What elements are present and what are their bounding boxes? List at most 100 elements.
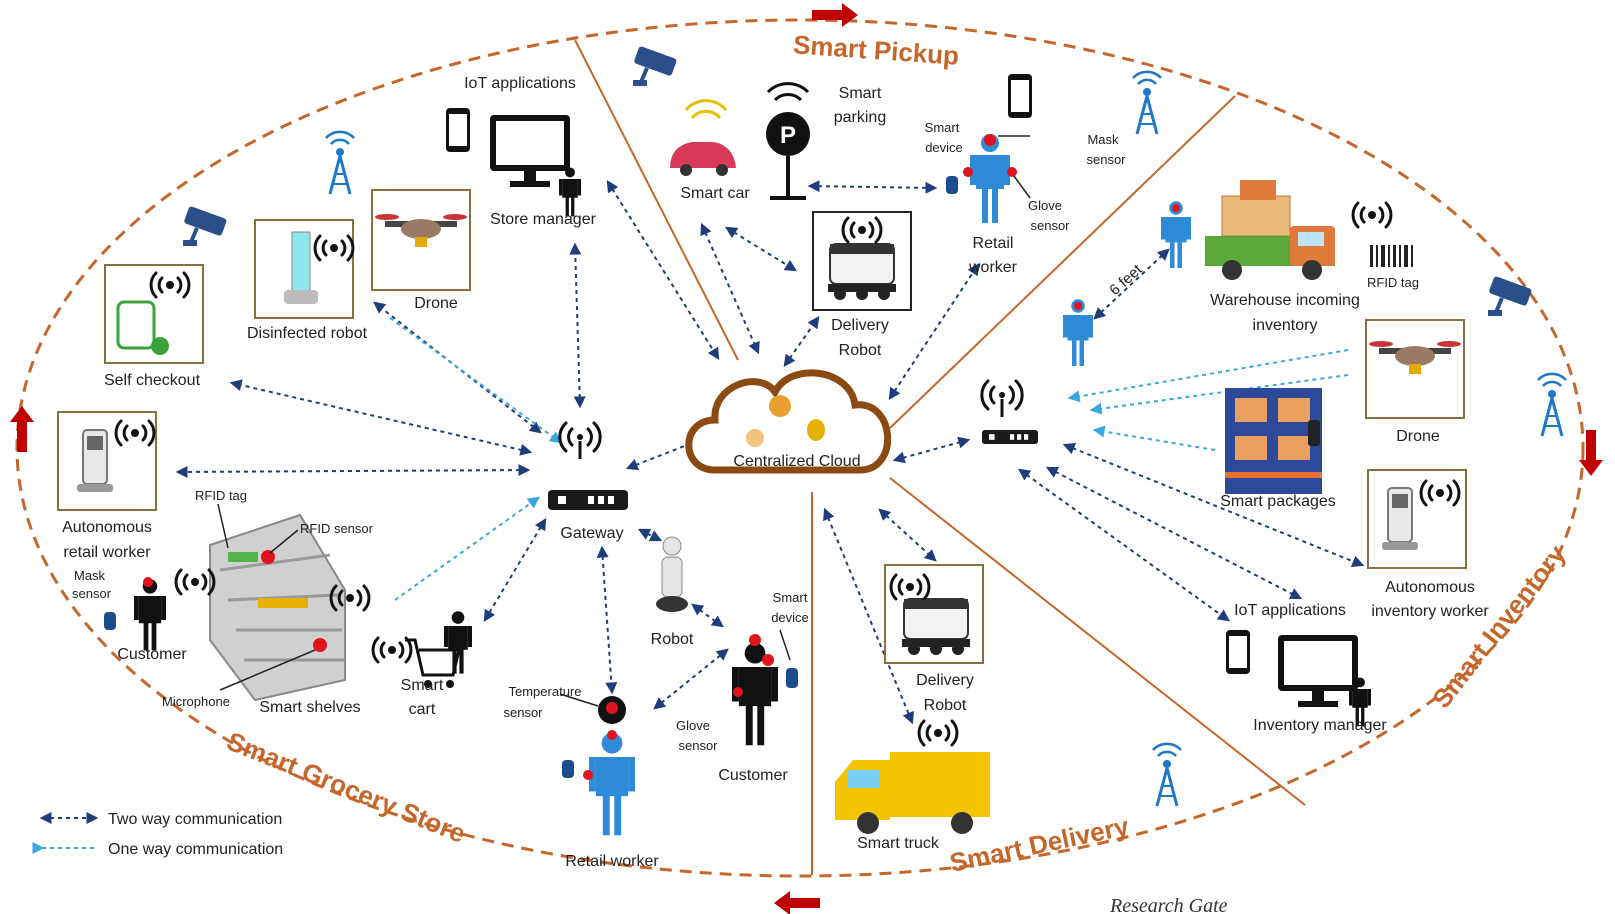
warehouse-inventory[interactable]: RFID tag Warehouse incoming inventory <box>1205 180 1419 334</box>
divider-delivery-right <box>889 477 1306 806</box>
mask-sensor-label: sensor <box>72 586 112 601</box>
zone-title-grocery: Smart Grocery Store <box>223 726 470 849</box>
glove-sensor-dot <box>963 167 973 177</box>
smartwatch-icon <box>104 612 116 630</box>
monitor-icon <box>1278 635 1358 707</box>
store-manager-label: Store manager <box>490 211 597 228</box>
autonomous-inventory-worker[interactable]: Autonomous inventory worker <box>1367 469 1489 620</box>
rfid-tag-label: RFID tag <box>1367 275 1419 290</box>
glove-sensor-dot <box>1007 167 1017 177</box>
legend-two-way-label: Two way communication <box>108 811 282 828</box>
smart-device-label: Smart <box>925 120 960 135</box>
smart-cart-label: cart <box>409 701 436 718</box>
smartphone-icon <box>1008 74 1032 118</box>
svg-text:P: P <box>780 122 796 149</box>
delivery-robot-label: Delivery <box>831 317 889 334</box>
smart-truck[interactable]: Smart truck <box>835 719 990 852</box>
customer-grocery[interactable]: Mask sensor Customer <box>72 568 187 663</box>
self-checkout[interactable]: Self checkout <box>104 264 204 389</box>
smart-parking[interactable]: P Smart parking <box>766 82 886 200</box>
temperature-sensor-label: sensor <box>503 705 543 720</box>
direction-arrow-top <box>812 3 858 27</box>
autonomous-retail-worker-label: Autonomous <box>62 519 152 536</box>
mask-sensor-dot <box>143 577 153 587</box>
rfid-sensor-dot <box>261 550 275 564</box>
wireless-signal-icon <box>174 568 216 596</box>
zone-title-delivery: Smart Delivery <box>947 811 1132 878</box>
smart-parking-label: Smart <box>839 85 882 102</box>
disinfected-robot-label: Disinfected robot <box>247 325 368 342</box>
legend-one-way-label: One way communication <box>108 841 283 858</box>
autonomous-retail-worker[interactable]: Autonomous retail worker <box>57 411 157 561</box>
zone-title-pickup: Smart Pickup <box>792 29 960 71</box>
drone-label: Drone <box>1396 428 1440 445</box>
security-camera-icon <box>1486 273 1535 318</box>
direction-arrow-left <box>10 406 34 452</box>
social-distancing: 6 feet <box>1063 201 1191 366</box>
monitor-icon <box>490 115 570 187</box>
smart-car-label: Smart car <box>680 185 750 202</box>
robot-label: Robot <box>651 631 694 648</box>
glove-sensor-label: Glove <box>1028 198 1062 213</box>
iot-applications-store[interactable]: IoT applications Store manager <box>446 75 597 228</box>
retail-worker-grocery[interactable]: Temperature sensor Retail worker <box>503 684 659 870</box>
smartwatch-icon <box>946 176 958 194</box>
disinfected-robot[interactable]: Disinfected robot <box>247 219 368 342</box>
six-feet-label: 6 feet <box>1106 261 1146 299</box>
router-icon <box>982 430 1038 444</box>
smart-packages[interactable]: Smart packages <box>1220 388 1336 510</box>
retail-worker-pickup[interactable]: Smart device Glove sensor Retail worker <box>925 74 1071 276</box>
truck-icon <box>890 752 990 817</box>
customer-device[interactable]: Smart device Glove sensor Customer <box>676 590 809 784</box>
smartphone-icon <box>1226 630 1250 674</box>
smart-car[interactable]: Smart car <box>670 99 750 202</box>
smart-shelves[interactable]: RFID tag RFID sensor Microphone Smart sh… <box>162 488 374 716</box>
smart-cart[interactable]: Smart cart <box>371 611 472 718</box>
glove-sensor-label: sensor <box>678 738 718 753</box>
boxes-icon <box>1221 195 1291 237</box>
two-way-links <box>175 179 1365 725</box>
warehouse-label: inventory <box>1253 317 1318 334</box>
shopping-cart-icon <box>405 638 461 677</box>
retail-worker-label: Retail <box>973 235 1014 252</box>
drone-inventory[interactable]: Drone <box>1365 319 1465 445</box>
rfid-sensor-label: RFID sensor <box>300 521 374 536</box>
smart-packages-label: Smart packages <box>1220 493 1336 510</box>
gateway[interactable]: Gateway <box>548 421 628 542</box>
self-checkout-label: Self checkout <box>104 372 201 389</box>
retail-worker-icon <box>589 732 635 836</box>
inventory-router[interactable] <box>980 379 1038 444</box>
retail-worker-icon <box>970 134 1010 223</box>
mask-sensor-dot <box>749 634 761 646</box>
store-manager-icon <box>559 167 581 217</box>
smart-device-label: device <box>771 610 809 625</box>
iot-applications-inventory[interactable]: IoT applications Inventory manager <box>1226 602 1387 734</box>
scanner-icon <box>1308 420 1320 446</box>
customer-label: Customer <box>718 767 788 784</box>
delivery-robot-pickup[interactable]: Delivery Robot <box>812 211 912 359</box>
delivery-robot-delivery[interactable]: Delivery Robot <box>884 564 984 714</box>
glove-sensor-label: sensor <box>1030 218 1070 233</box>
disinfection-robot-icon <box>291 231 311 293</box>
robot[interactable]: Robot <box>651 536 694 648</box>
smart-device-label: device <box>925 140 963 155</box>
smart-cart-label: Smart <box>401 677 444 694</box>
delivery-robot-label: Robot <box>924 697 967 714</box>
mask-sensor-dot <box>607 730 617 740</box>
database-icon <box>807 419 825 441</box>
robot-icon <box>662 536 682 556</box>
rfid-tag-label: RFID tag <box>195 488 247 503</box>
chest-sensor-dot <box>762 654 774 666</box>
autonomous-retail-worker-label: retail worker <box>63 544 151 561</box>
mask-sensor-label: Mask <box>74 568 106 583</box>
autonomous-inventory-label: inventory worker <box>1371 603 1489 620</box>
router-icon <box>548 490 628 510</box>
direction-arrow-right <box>1579 430 1603 476</box>
customer-label: Customer <box>117 646 187 663</box>
delivery-robot-label: Robot <box>839 342 882 359</box>
security-camera-icon <box>631 43 680 88</box>
drone-store[interactable]: Drone <box>371 189 471 312</box>
smart-truck-label: Smart truck <box>857 835 940 852</box>
centralized-cloud[interactable]: Centralized Cloud <box>685 369 892 474</box>
